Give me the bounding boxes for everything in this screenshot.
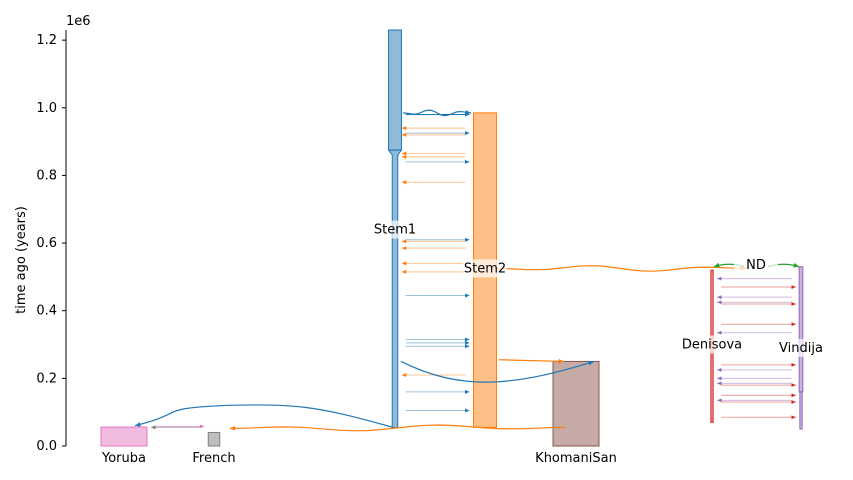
y-tick-label: 0.2 bbox=[36, 371, 57, 386]
deme-stem1-upper bbox=[388, 29, 402, 151]
split-curve bbox=[400, 360, 595, 383]
deme-label-vindija: Vindija bbox=[779, 341, 823, 356]
y-tick-label: 0.6 bbox=[36, 236, 57, 251]
deme-label-stem2: Stem2 bbox=[464, 261, 506, 276]
deme-label-stem1: Stem1 bbox=[374, 223, 416, 238]
migration-arrows bbox=[151, 112, 796, 430]
split-curve bbox=[134, 404, 394, 428]
label-bg bbox=[734, 256, 778, 275]
label-bg bbox=[463, 259, 507, 278]
deme-label-yoruba: Yoruba bbox=[101, 451, 146, 466]
y-tick-label: 0.8 bbox=[36, 168, 57, 183]
deme-vindija-upper bbox=[798, 266, 804, 393]
deme-french bbox=[207, 431, 221, 447]
deme-khomanisan bbox=[552, 360, 600, 447]
split-curve bbox=[498, 358, 565, 364]
y-tick-label: 1.0 bbox=[36, 101, 57, 116]
deme-yoruba bbox=[100, 426, 148, 447]
y-tick-label: 0.0 bbox=[36, 439, 57, 454]
y-tick-label: 1.2 bbox=[36, 33, 57, 48]
label-bg bbox=[373, 220, 417, 239]
deme-label-nd: ND bbox=[746, 258, 766, 273]
deme-stem1-lower bbox=[387, 149, 403, 428]
deme-label-khomanisan: KhomaniSan bbox=[535, 451, 617, 466]
split-curve bbox=[494, 265, 747, 272]
split-lines bbox=[134, 109, 800, 432]
label-bg bbox=[690, 335, 734, 354]
deme-boxes bbox=[100, 29, 804, 447]
y-axis: 0.0 0.2 0.4 0.6 0.8 1.0 1.2 1e6 time ago (years) bbox=[14, 14, 91, 454]
y-offset-label: 1e6 bbox=[66, 14, 91, 29]
y-axis-label: time ago (years) bbox=[14, 206, 29, 314]
deme-vindija-lower bbox=[799, 391, 803, 430]
split-curve bbox=[229, 424, 566, 432]
deme-labels: Yoruba French KhomaniSan Stem1Stem2Denisova… bbox=[101, 220, 823, 466]
split-curve bbox=[402, 109, 472, 117]
deme-label-french: French bbox=[192, 451, 235, 466]
label-bg bbox=[779, 338, 823, 357]
deme-label-denisova: Denisova bbox=[682, 338, 742, 353]
y-tick-label: 0.4 bbox=[36, 304, 57, 319]
